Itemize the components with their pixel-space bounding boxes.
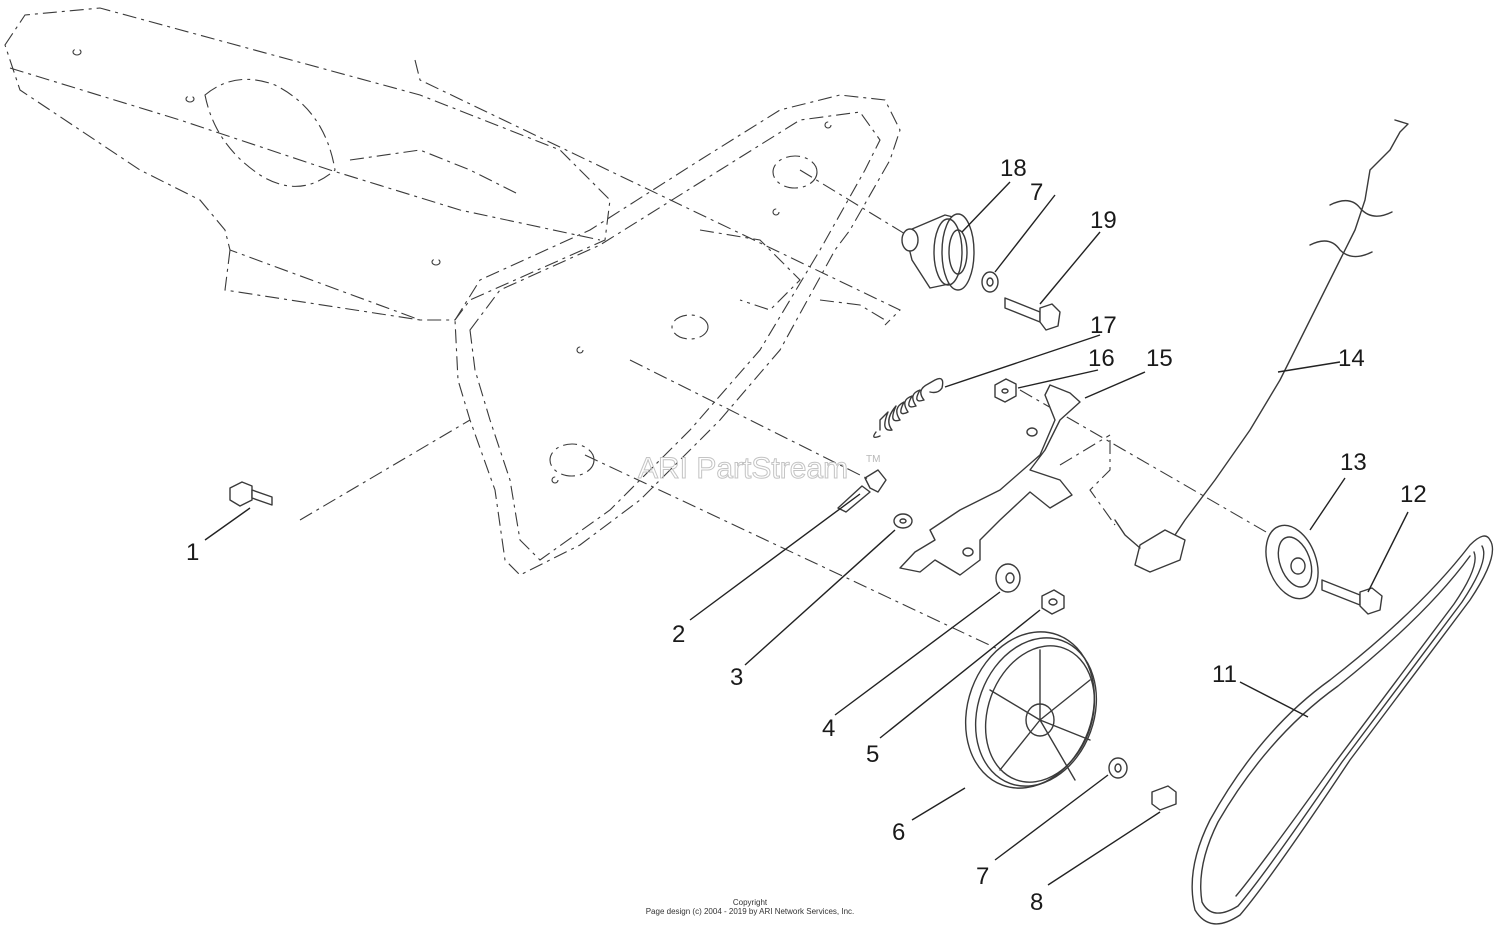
watermark-trademark: TM [866, 454, 880, 465]
callout-7-upper: 7 [1030, 179, 1043, 206]
housing-frame-phantom [4, 7, 901, 326]
part-washer-7-lower [1108, 757, 1128, 779]
part-washer-7-upper [981, 271, 999, 293]
copyright-footer: Copyright Page design (c) 2004 - 2019 by… [0, 898, 1500, 916]
callout-18: 18 [1000, 155, 1027, 182]
part-engine-pulley [901, 213, 975, 291]
callout-11: 11 [1212, 661, 1237, 688]
part-bolt-12 [1321, 579, 1383, 615]
callout-2: 2 [672, 621, 685, 648]
part-hex-nut-16 [994, 378, 1017, 403]
callout-3: 3 [730, 664, 743, 691]
callout-4: 4 [822, 715, 835, 742]
part-extension-spring [873, 377, 944, 439]
callout-13: 13 [1340, 449, 1367, 476]
callout-7-lower: 7 [976, 863, 989, 890]
assembly-centerlines [299, 169, 1281, 651]
callout-19: 19 [1090, 207, 1117, 234]
part-flat-washer [893, 513, 913, 529]
part-spring-bracket [837, 469, 887, 513]
callout-14: 14 [1338, 345, 1365, 372]
callout-6: 6 [892, 819, 905, 846]
part-bolt-8 [1151, 785, 1177, 811]
callout-16: 16 [1088, 345, 1115, 372]
part-v-belt [1191, 535, 1494, 925]
part-idler-pulley [1265, 524, 1319, 600]
callout-5: 5 [866, 741, 879, 768]
part-driven-pulley [964, 631, 1098, 789]
part-idler-arm [899, 384, 1081, 576]
callout-8: 8 [1030, 889, 1043, 916]
callout-17: 17 [1090, 312, 1117, 339]
part-locknut-5 [1041, 589, 1065, 615]
page-design-credit: Page design (c) 2004 - 2019 by ARI Netwo… [645, 907, 855, 916]
part-cable [1114, 119, 1409, 573]
leader-lines [204, 181, 1409, 886]
watermark-text: ARI PartStream [638, 452, 848, 485]
callout-15: 15 [1146, 345, 1173, 372]
gearcase-side-plate-phantom [454, 94, 901, 576]
part-spacer [995, 563, 1021, 593]
part-bolt-19 [1004, 297, 1061, 331]
callout-1: 1 [186, 539, 199, 566]
copyright-line: Copyright [732, 898, 768, 907]
callout-labels: 1 2 3 4 5 6 7 7 8 11 12 13 14 15 16 17 1… [186, 155, 1427, 916]
callout-12: 12 [1400, 481, 1427, 508]
part-flange-bolt [229, 481, 273, 507]
